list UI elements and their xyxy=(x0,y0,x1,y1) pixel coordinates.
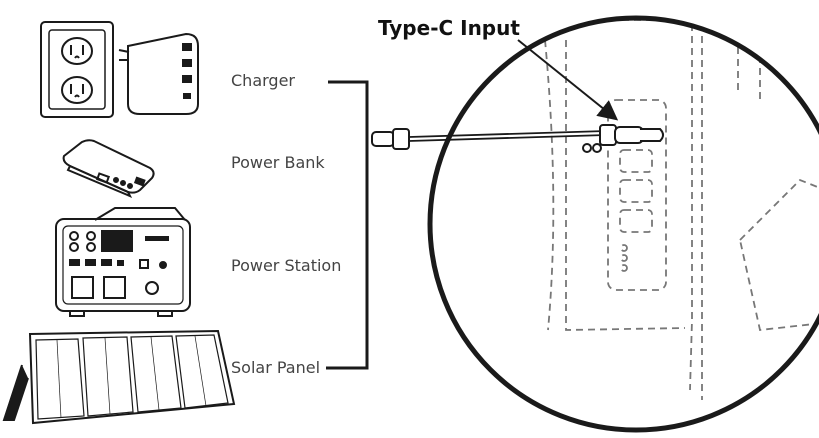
power-station-icon xyxy=(55,207,191,317)
label-charger: Charger xyxy=(231,71,295,90)
label-power-bank: Power Bank xyxy=(231,153,325,172)
power-bank-icon xyxy=(62,139,155,198)
magnifier-circle-icon xyxy=(427,15,819,433)
usb-charger-icon xyxy=(118,32,199,115)
wall-outlet-icon xyxy=(40,21,114,118)
solar-panel-icon xyxy=(2,329,236,425)
label-type-c-input: Type-C Input xyxy=(378,16,520,40)
usb-c-cable-icon xyxy=(371,124,664,153)
type-c-input-arrow xyxy=(517,39,619,121)
source-bracket xyxy=(326,80,369,370)
label-solar-panel: Solar Panel xyxy=(231,358,321,377)
label-power-station: Power Station xyxy=(231,256,342,275)
